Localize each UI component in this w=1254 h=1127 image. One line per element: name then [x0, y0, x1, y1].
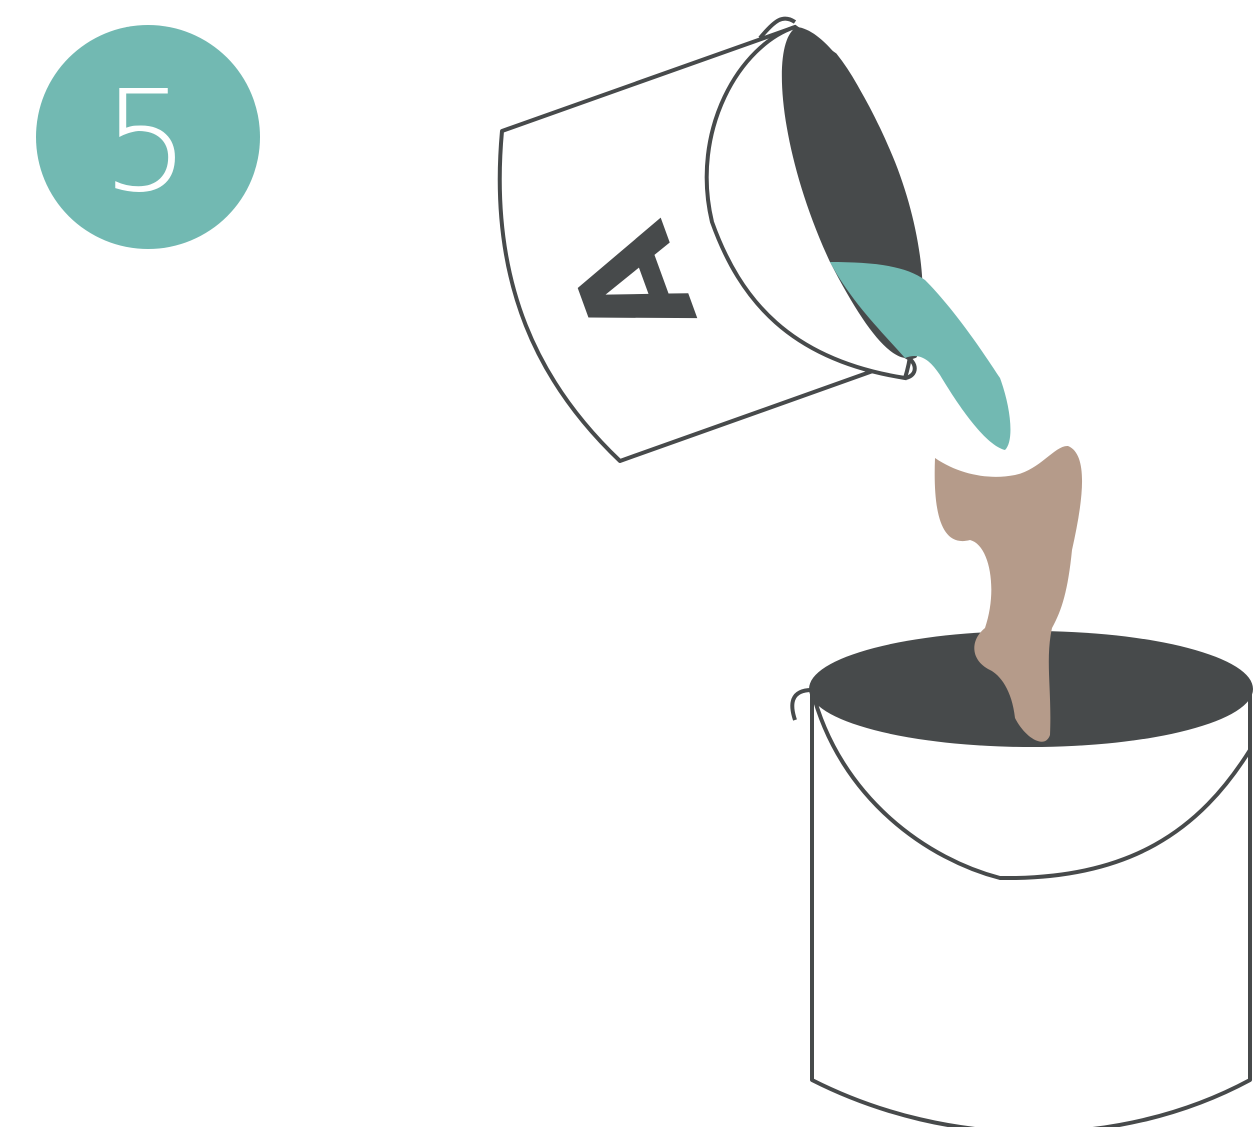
- bucket-a: A: [500, 19, 923, 461]
- step-number: 5: [101, 61, 190, 224]
- target-bucket-handle: [792, 690, 812, 720]
- target-bucket-body: [812, 690, 1250, 1127]
- step-badge: 5: [36, 25, 260, 249]
